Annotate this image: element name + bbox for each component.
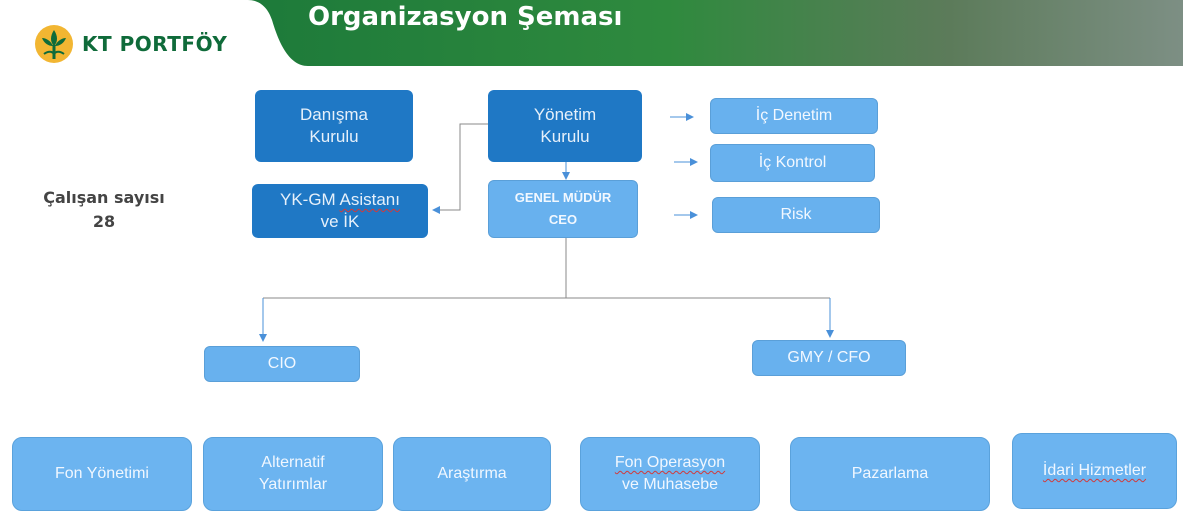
tulip-logo-icon: [35, 25, 73, 63]
dept-label-line1: Pazarlama: [851, 465, 929, 482]
dept-label-line1: Fon Yönetimi: [55, 465, 149, 482]
brand-name: KT PORTFÖY: [82, 32, 228, 56]
box-ic-denetim-label: İç Denetim: [755, 107, 833, 124]
dept-label-line2: ve Muhasebe: [621, 476, 719, 493]
box-risk: Risk: [712, 197, 880, 233]
box-yonetim-line1: Yönetim: [533, 105, 597, 124]
dept-label-line1: İdari Hizmetler: [1042, 462, 1147, 479]
box-ic-denetim: İç Denetim: [710, 98, 878, 134]
box-gmy-label: GMY / CFO: [787, 349, 871, 366]
box-asistan-line1a: YK-GM: [280, 190, 340, 209]
dept-label-line1: Fon Operasyon: [614, 454, 726, 471]
dept-idari-hizmetler: İdari Hizmetler: [1012, 433, 1177, 509]
dept-fon-operasyon: Fon Operasyon ve Muhasebe: [580, 437, 760, 511]
box-asistan-line1b: Asistanı: [339, 190, 400, 209]
box-asistan-line2: ve İK: [320, 212, 360, 231]
box-genel-mudur: GENEL MÜDÜR CEO: [488, 180, 638, 238]
dept-alternatif-yatirimlar: Alternatif Yatırımlar: [203, 437, 383, 511]
dept-label-line2: Yatırımlar: [258, 476, 328, 493]
box-cio: CIO: [204, 346, 360, 382]
page-title: Organizasyon Şeması: [308, 2, 623, 32]
brand-logo: KT PORTFÖY: [34, 22, 234, 66]
box-danisma-line1: Danışma: [299, 105, 369, 124]
box-yonetim-kurulu: Yönetim Kurulu: [488, 90, 642, 162]
box-danisma-kurulu: Danışma Kurulu: [255, 90, 413, 162]
box-gmy-cfo: GMY / CFO: [752, 340, 906, 376]
staff-count: Çalışan sayısı 28: [34, 186, 174, 234]
staff-label: Çalışan sayısı: [43, 188, 165, 207]
staff-number: 28: [92, 212, 116, 231]
box-ceo-line2: CEO: [548, 212, 578, 227]
box-yonetim-line2: Kurulu: [540, 127, 590, 146]
dept-label-line1: Alternatif: [261, 454, 325, 471]
dept-arastirma: Araştırma: [393, 437, 551, 511]
box-ceo-line1: GENEL MÜDÜR: [514, 190, 612, 205]
title-banner: [248, 0, 1183, 66]
dept-label-line1: Araştırma: [437, 465, 507, 482]
box-ic-kontrol-label: İç Kontrol: [758, 154, 827, 171]
box-cio-label: CIO: [267, 355, 297, 372]
box-danisma-line2: Kurulu: [309, 127, 359, 146]
box-ic-kontrol: İç Kontrol: [710, 144, 875, 182]
dept-pazarlama: Pazarlama: [790, 437, 990, 511]
box-asistan-ik: YK-GM Asistanı ve İK: [252, 184, 428, 238]
connector-board-assistant: [432, 123, 488, 214]
box-risk-label: Risk: [780, 206, 812, 223]
dept-fon-yonetimi: Fon Yönetimi: [12, 437, 192, 511]
